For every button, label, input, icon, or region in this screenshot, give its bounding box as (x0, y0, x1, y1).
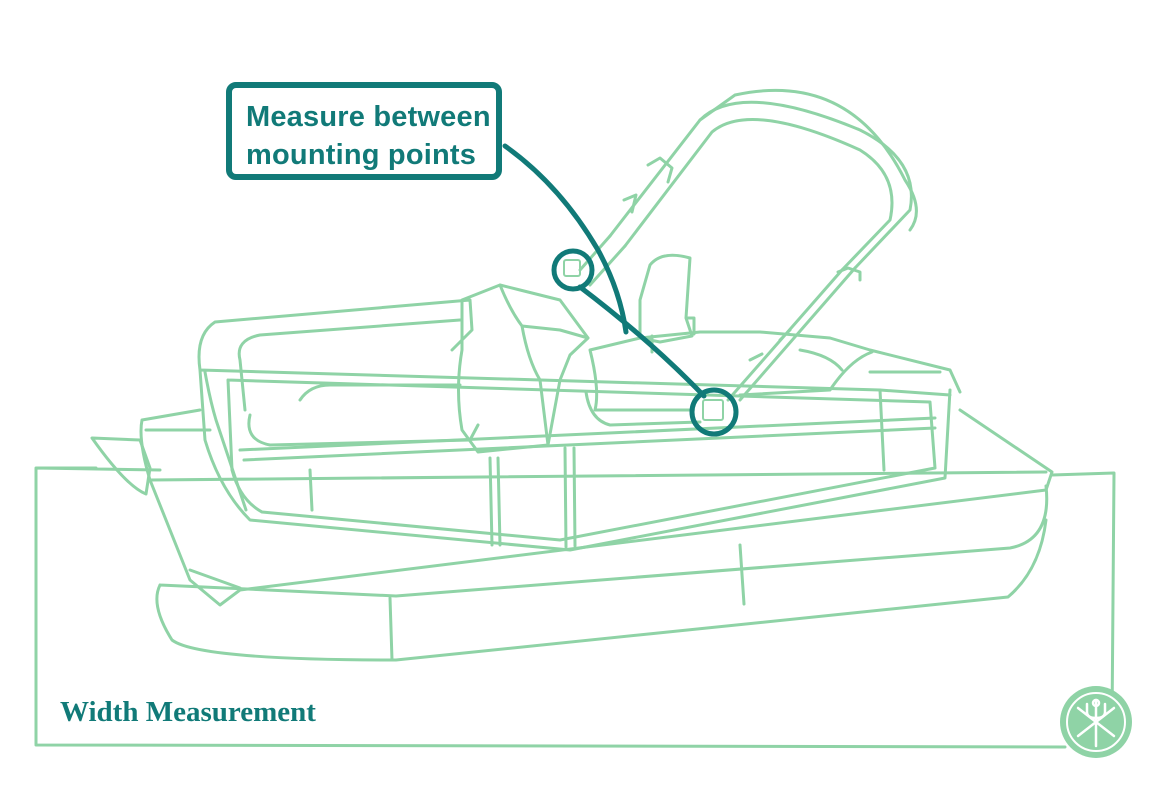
mount-point-front-circle (689, 387, 739, 437)
mount-bracket-rear (563, 259, 581, 277)
frame-border (34, 466, 1116, 749)
mount-bracket-front (702, 399, 724, 421)
deck (139, 408, 1054, 607)
mount-connector (577, 284, 707, 399)
helm-console (457, 283, 590, 454)
diagram-caption: Width Measurement (60, 696, 316, 728)
leader-line (502, 143, 629, 335)
rear-lounge (197, 298, 480, 447)
callout-line-2: mounting points (246, 139, 477, 171)
mount-point-rear-circle (551, 248, 595, 292)
bimini-top (608, 100, 913, 272)
callout-box: Measure between mounting points (226, 82, 502, 180)
front-pontoon (155, 484, 1049, 662)
callout-line-1: Measure between (246, 101, 491, 133)
